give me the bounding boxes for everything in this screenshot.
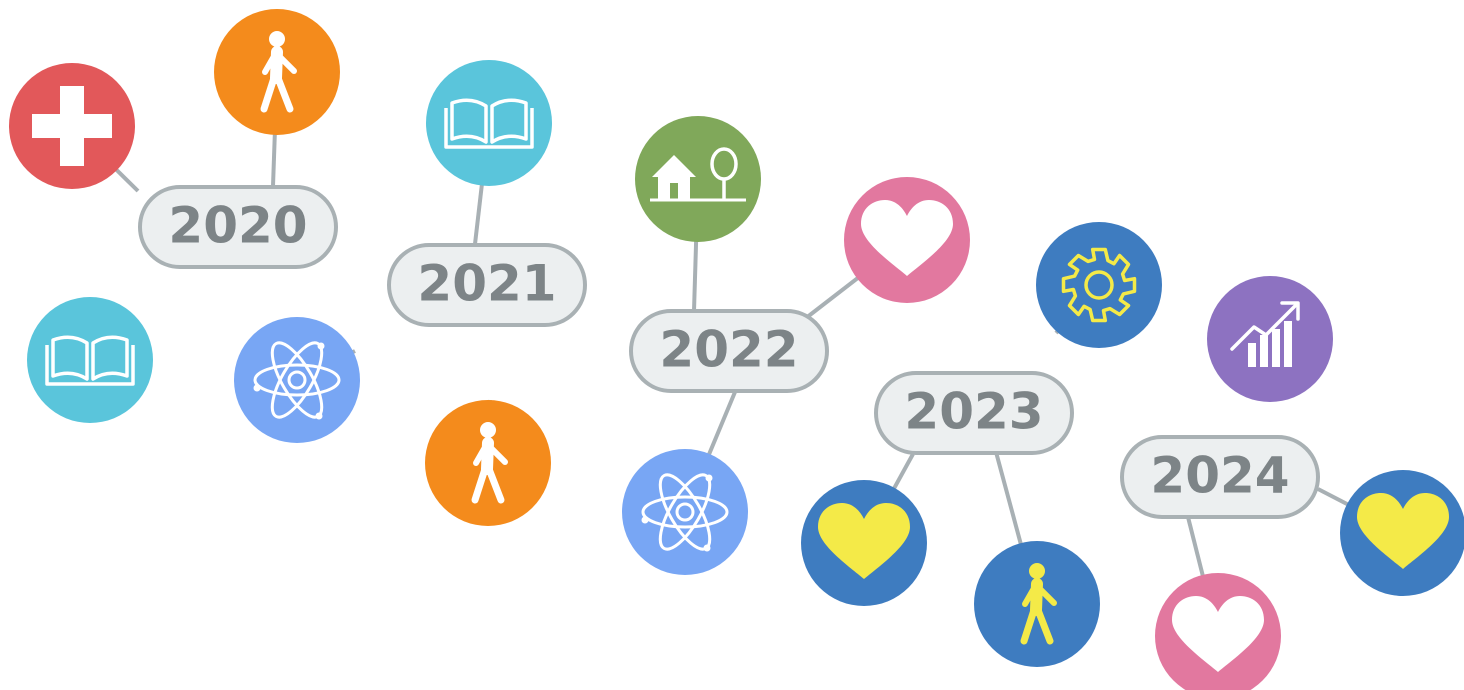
icon-node-2021-2 [234,317,360,443]
gear-icon [1061,247,1137,323]
year-pill-2023: 2023 [874,371,1074,455]
year-pill-2022: 2022 [629,309,829,393]
medical-cross-icon [32,86,112,166]
walking-person-icon [1020,563,1057,645]
icon-circle [234,317,360,443]
year-label: 2024 [1150,447,1289,505]
year-label: 2020 [168,197,307,255]
icon-circles [9,9,1464,690]
icon-circle [635,116,761,242]
icon-node-2020-1 [9,63,135,189]
icon-node-2021-1 [426,60,552,186]
icon-node-2023-2 [801,480,927,606]
icon-node-2023-3 [974,541,1100,667]
icon-node-2020-3 [27,297,153,423]
icon-circle [27,297,153,423]
year-pill-2021: 2021 [387,243,587,327]
icon-node-2021-3 [425,400,551,526]
growth-chart-icon [1230,301,1300,367]
icon-node-2022-2 [844,177,970,303]
walking-person-icon [260,31,297,113]
icon-node-2024-2 [1340,470,1464,596]
icon-node-2024-3 [1155,573,1281,690]
icon-circle [1207,276,1333,402]
heart-icon [818,503,910,579]
open-book-icon [45,335,135,386]
heart-icon [861,200,953,276]
icon-circle [426,60,552,186]
icon-circle [622,449,748,575]
icon-node-2022-3 [622,449,748,575]
atom-icon [253,341,341,420]
icon-node-2023-1 [1036,222,1162,348]
icon-node-2024-1 [1207,276,1333,402]
open-book-icon [444,98,534,149]
year-pill-2020: 2020 [138,185,338,269]
icon-node-2020-2 [214,9,340,135]
year-pills: 2020 2021 2022 2023 2024 [138,185,1320,519]
icon-node-2022-1 [635,116,761,242]
year-label: 2021 [417,255,556,313]
year-label: 2023 [904,383,1043,441]
house-tree-icon [650,147,746,202]
year-pill-2024: 2024 [1120,435,1320,519]
icon-circle [1036,222,1162,348]
walking-person-icon [471,422,508,504]
heart-icon [1357,493,1449,569]
year-label: 2022 [659,321,798,379]
atom-icon [641,473,729,552]
heart-icon [1172,596,1264,672]
